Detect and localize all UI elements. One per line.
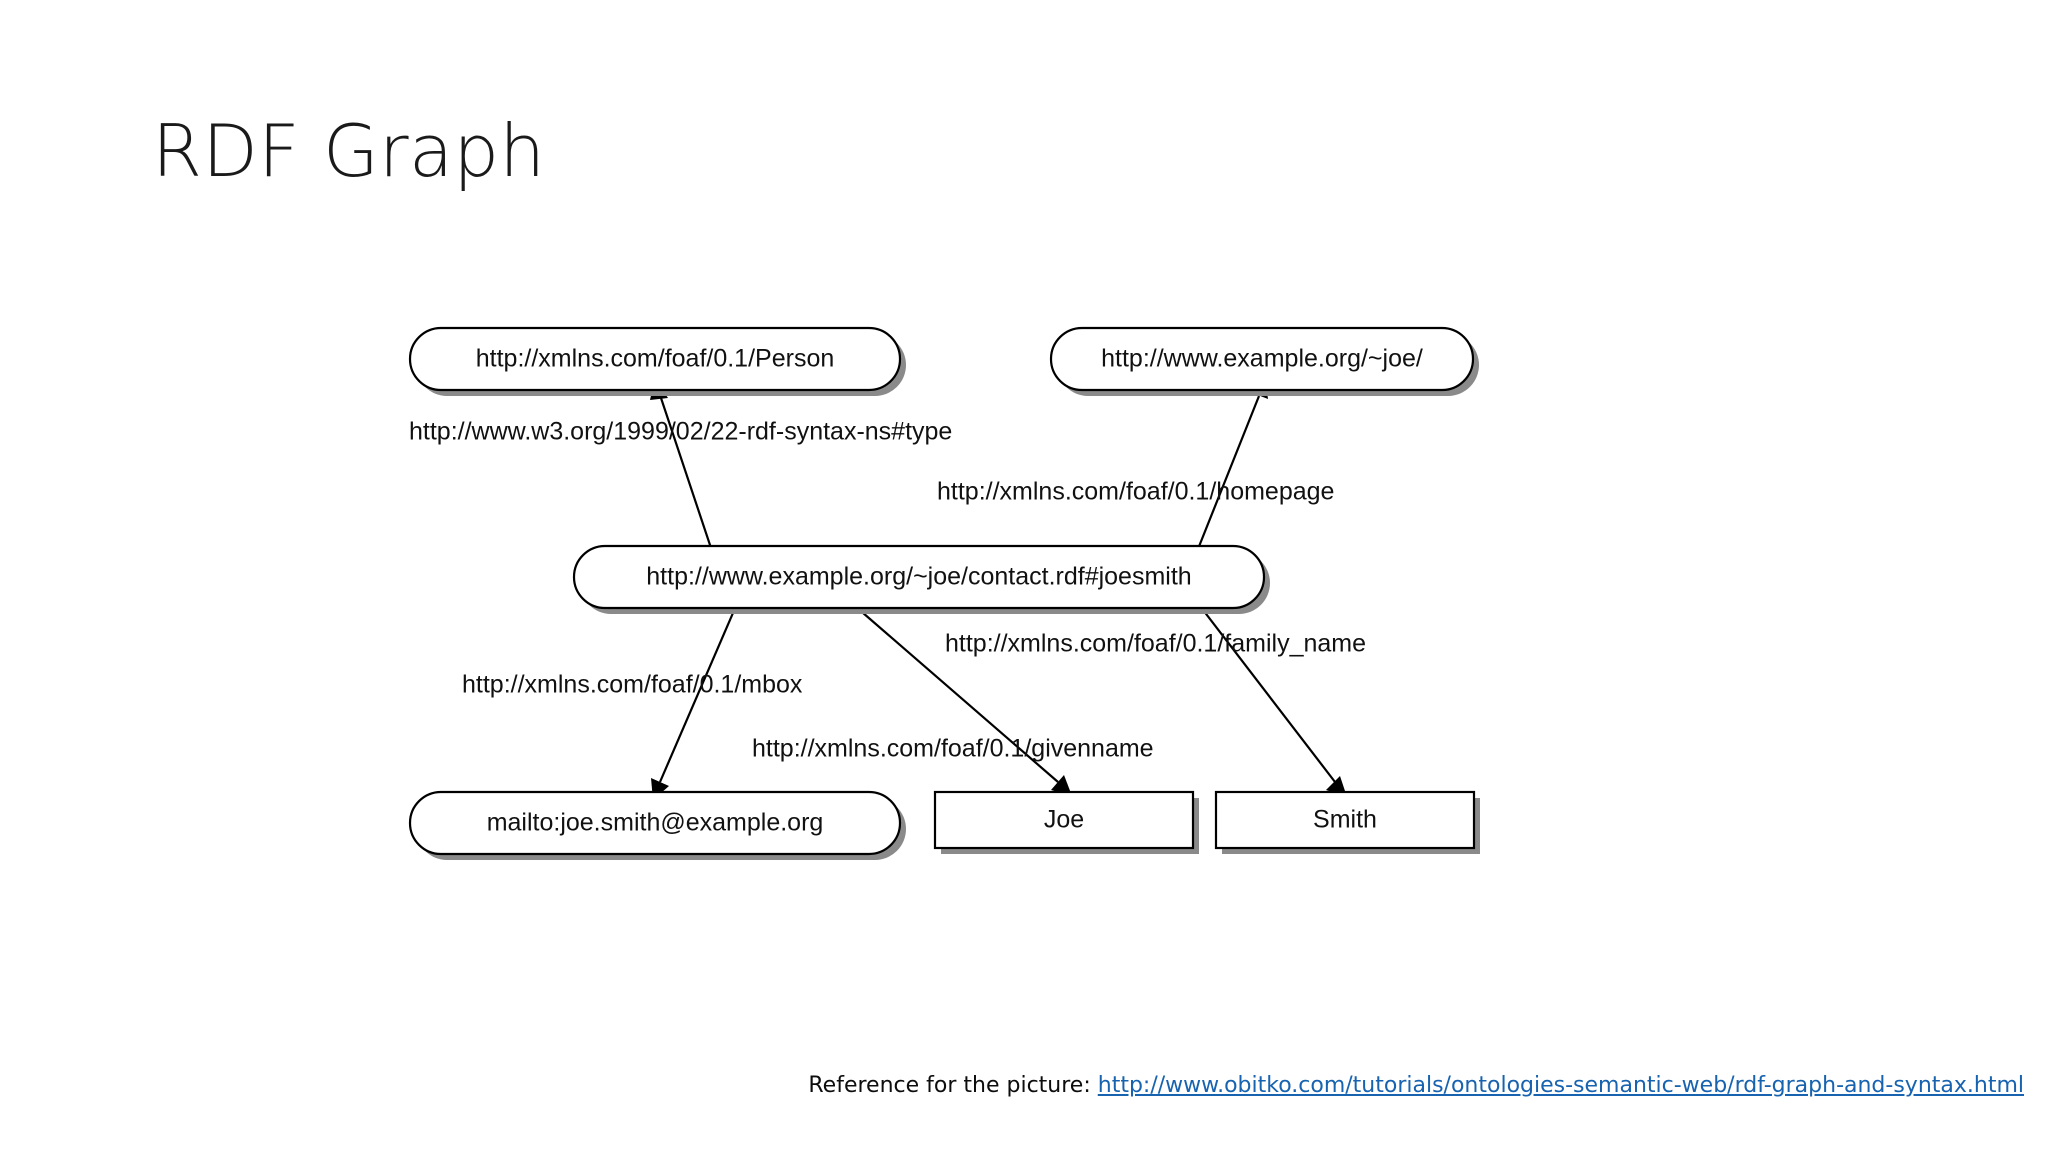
- node-joesmith-label: http://www.example.org/~joe/contact.rdf#…: [646, 563, 1191, 591]
- reference-footer: Reference for the picture: http://www.ob…: [0, 1073, 2048, 1098]
- edge-label-givenname: http://xmlns.com/foaf/0.1/givenname: [752, 735, 1154, 763]
- node-literal-smith-label: Smith: [1313, 806, 1377, 834]
- reference-link[interactable]: http://www.obitko.com/tutorials/ontologi…: [1097, 1073, 2024, 1098]
- edge-givenname: [854, 605, 1072, 796]
- edge-rdf-type: [650, 378, 715, 555]
- node-literal-joe-label: Joe: [1044, 806, 1084, 834]
- page-title: RDF Graph: [152, 109, 546, 193]
- node-mailto-label: mailto:joe.smith@example.org: [487, 809, 824, 837]
- edge-mbox: [651, 605, 738, 800]
- edge-label-rdf-type: http://www.w3.org/1999/02/22-rdf-syntax-…: [409, 418, 952, 446]
- edge-homepage: [1194, 378, 1268, 555]
- edge-label-family-name: http://xmlns.com/foaf/0.1/family_name: [945, 630, 1366, 658]
- node-joesmith[interactable]: http://www.example.org/~joe/contact.rdf#…: [572, 544, 1270, 614]
- node-person-label: http://xmlns.com/foaf/0.1/Person: [476, 345, 835, 373]
- reference-label: Reference for the picture:: [808, 1073, 1098, 1098]
- node-literal-smith[interactable]: Smith: [1214, 790, 1480, 854]
- node-mailto[interactable]: mailto:joe.smith@example.org: [408, 790, 906, 860]
- node-joe-homepage-label: http://www.example.org/~joe/: [1101, 345, 1423, 373]
- node-person[interactable]: http://xmlns.com/foaf/0.1/Person: [408, 326, 906, 396]
- edge-label-homepage: http://xmlns.com/foaf/0.1/homepage: [937, 478, 1334, 506]
- node-literal-joe[interactable]: Joe: [933, 790, 1199, 854]
- edge-label-mbox: http://xmlns.com/foaf/0.1/mbox: [462, 671, 803, 699]
- node-joe-homepage[interactable]: http://www.example.org/~joe/: [1049, 326, 1479, 396]
